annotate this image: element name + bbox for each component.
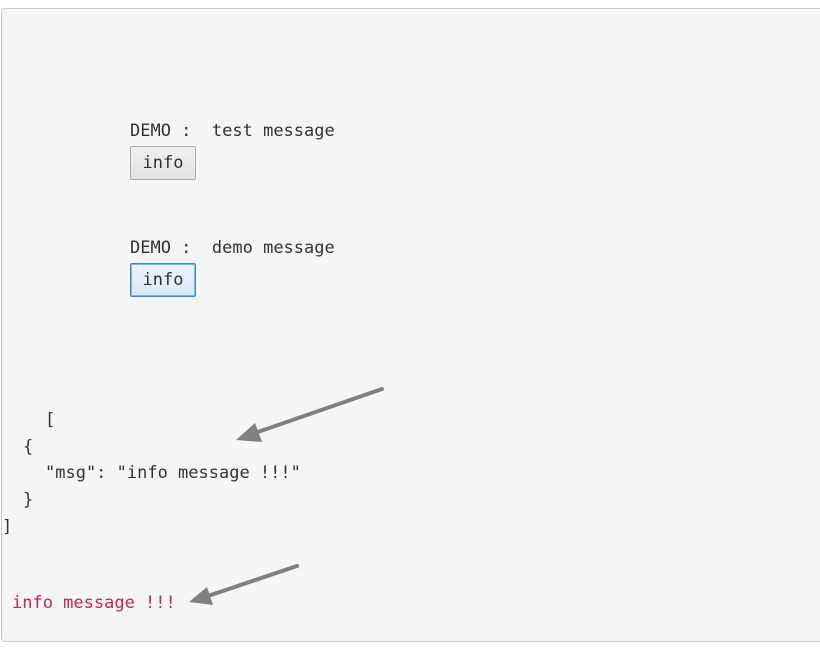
demo-row-2: DEMO : demo message: [130, 238, 335, 258]
json-open-bracket: [: [45, 410, 56, 430]
demo-message: demo message: [211, 238, 335, 258]
output-panel: [1, 8, 820, 642]
demo-message: test message: [211, 121, 335, 141]
json-close-brace: }: [23, 490, 34, 510]
arrow-icon: [189, 564, 299, 605]
json-close-bracket: ]: [2, 517, 13, 537]
json-entry: "msg": "info message !!!": [45, 463, 301, 483]
demo-label: DEMO :: [130, 121, 192, 141]
result-message: info message !!!: [12, 593, 176, 613]
info-button[interactable]: info: [130, 146, 196, 180]
info-button-focused[interactable]: info: [130, 263, 196, 297]
demo-label: DEMO :: [130, 238, 192, 258]
json-open-brace: {: [23, 437, 34, 457]
demo-row-1: DEMO : test message: [130, 121, 335, 141]
arrow-icon: [236, 387, 384, 442]
